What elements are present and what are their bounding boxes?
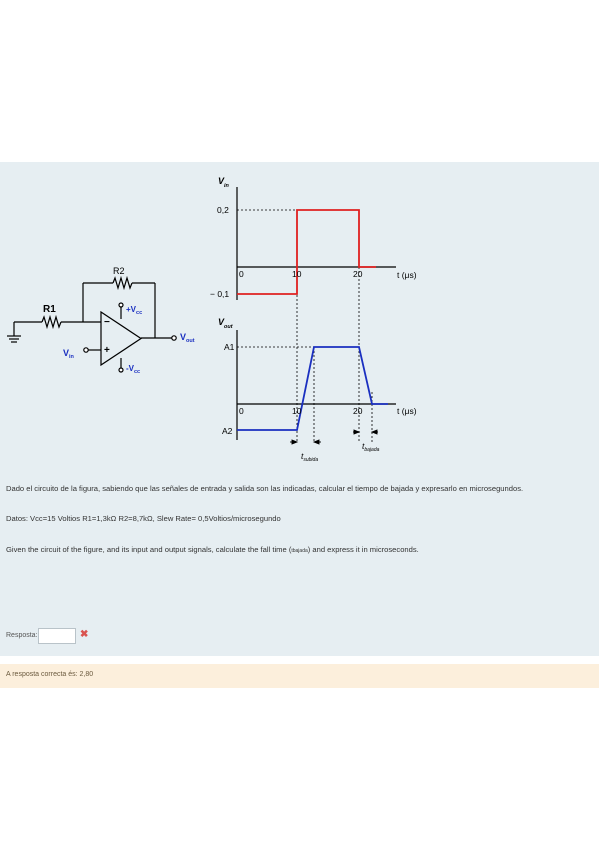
op-plus-sign: +: [104, 345, 110, 356]
fall-time-marker: [353, 429, 378, 435]
circuit-diagram: [7, 275, 177, 373]
incorrect-icon: ✖: [80, 629, 89, 640]
vin-signal: [237, 209, 376, 295]
input-waveform-graph: Vin 0,2 − 0,1 0 10 20 t (μs): [210, 176, 417, 442]
vin-y-top-label: 0,2: [217, 205, 229, 215]
vcc-negative-label: -Vcc: [126, 364, 140, 375]
vin-x-unit: t (μs): [397, 270, 417, 280]
vin-tick-10: 10: [292, 269, 302, 279]
vout-axis-label: Vout: [218, 317, 234, 330]
figure: R1 R2 − + +Vcc -Vcc Vin Vout Vin 0,2 − 0…: [7, 176, 417, 463]
vin-y-bottom-label: − 0,1: [210, 289, 229, 299]
question-data: Datos: Vcc=15 Voltios R1=1,3kΩ R2=8,7kΩ,…: [6, 514, 281, 523]
vin-label: Vin: [63, 348, 75, 360]
vout-a1-label: A1: [224, 342, 235, 352]
resistor-r2: [112, 275, 133, 291]
vout-signal: [237, 346, 388, 431]
vcc-positive-label: +Vcc: [126, 305, 142, 316]
vin-tick-20: 20: [353, 269, 363, 279]
correct-answer-text: A resposta correcta és: 2,80: [6, 671, 94, 678]
vout-x-unit: t (μs): [397, 406, 417, 416]
question-text-es: Dado el circuito de la figura, sabiendo …: [6, 484, 524, 493]
vin-tick-0: 0: [239, 269, 244, 279]
input-terminal: [83, 347, 89, 353]
vin-axis-label: Vin: [218, 176, 230, 189]
vout-tick-10: 10: [292, 406, 302, 416]
vout-label: Vout: [180, 332, 195, 344]
rise-time-marker: [290, 439, 321, 445]
r1-label: R1: [43, 304, 56, 315]
resistor-r1: [41, 314, 62, 330]
question-panel: R1 R2 − + +Vcc -Vcc Vin Vout Vin 0,2 − 0…: [0, 162, 599, 656]
vout-tick-0: 0: [239, 406, 244, 416]
question-text-en: Given the circuit of the figure, and its…: [6, 545, 419, 554]
vout-a2-label: A2: [222, 426, 233, 436]
answer-input[interactable]: [38, 628, 76, 644]
op-amp: [100, 310, 143, 367]
output-terminal: [171, 335, 177, 341]
feedback-panel: A resposta correcta és: 2,80: [0, 664, 599, 688]
r2-label: R2: [113, 266, 125, 276]
fall-time-label: tbajada: [362, 441, 380, 453]
answer-label: Resposta:: [6, 632, 38, 639]
rise-time-label: tsubida: [301, 451, 318, 463]
output-waveform-graph: Vout A1 A2 0 10 20 t (μs) tsubida tbaj: [218, 317, 417, 463]
op-minus-sign: −: [104, 317, 110, 328]
vout-tick-20: 20: [353, 406, 363, 416]
